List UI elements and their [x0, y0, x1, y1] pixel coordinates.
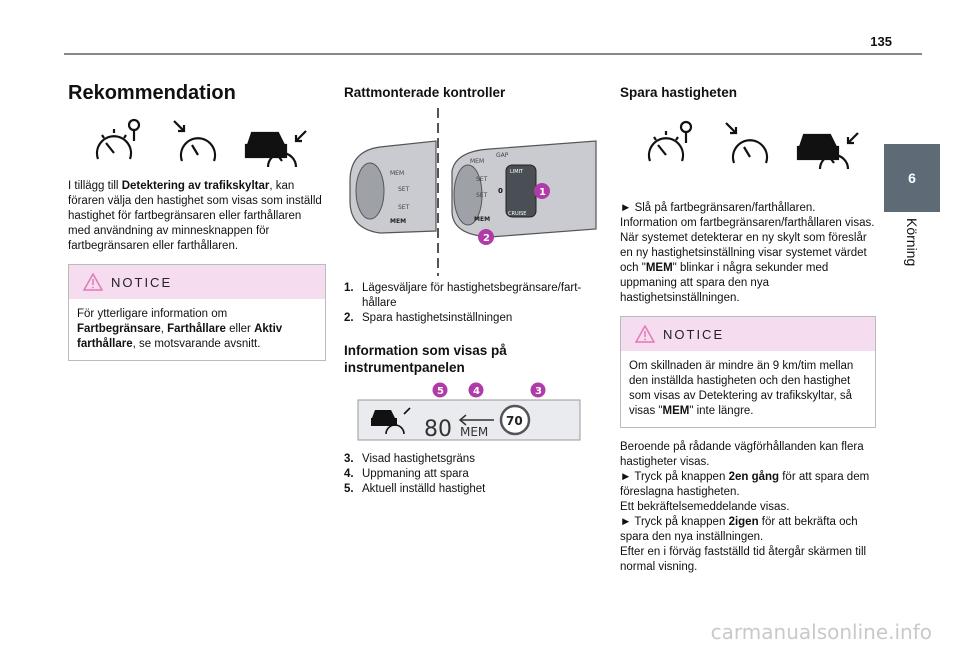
- svg-text:SET: SET: [398, 186, 410, 193]
- road-conditions-paragraph: Beroende på rådande vägförhållanden kan …: [620, 441, 870, 573]
- svg-text:SET: SET: [476, 192, 488, 199]
- car-speed-sensor-icon: [796, 132, 859, 170]
- list-item: 5.Aktuell inställd hastighet: [344, 483, 486, 495]
- svg-text:5: 5: [437, 386, 444, 397]
- svg-text:CRUISE: CRUISE: [508, 211, 526, 217]
- speed-limit-sign: [499, 404, 531, 436]
- speedometer-pin-icon: [647, 120, 693, 162]
- marker-1: [534, 183, 550, 199]
- right-stalk: MEM SET SET GAP LIMIT 0 CRUISE MEM 1 2: [451, 140, 597, 245]
- svg-text:MEM: MEM: [470, 158, 484, 165]
- column-steering-controls: Rattmonterade kontroller MEM SET SET MEM…: [344, 78, 597, 497]
- chapter-tab[interactable]: 6: [884, 144, 940, 212]
- svg-text:LIMIT: LIMIT: [510, 169, 524, 175]
- column-recommendation: Rekommendation I t: [68, 78, 326, 361]
- notice-header: NOTICE: [621, 317, 875, 351]
- svg-text:GAP: GAP: [496, 152, 509, 159]
- instrument-panel-figure: 80 MEM 70 5 4 3: [344, 382, 588, 444]
- car-speed-sensor-icon: [244, 130, 307, 168]
- car-speed-sensor-icon: [371, 407, 411, 435]
- mem-text: MEM: [460, 425, 488, 439]
- notice-title: NOTICE: [111, 275, 173, 290]
- section-title: Rekommendation: [68, 82, 236, 104]
- section-title-2: Information som visas på instrumentpanel…: [344, 343, 507, 375]
- panel-list: 3.Visad hastighetsgräns 4.Uppmaning att …: [344, 452, 588, 497]
- svg-text:0: 0: [498, 187, 503, 195]
- list-item: 4.Uppmaning att spara: [344, 468, 469, 480]
- list-item: 2.Spara hastighetsinställningen: [344, 312, 513, 324]
- svg-text:1: 1: [539, 187, 546, 198]
- icon-row: [620, 101, 876, 179]
- svg-text:MEM: MEM: [474, 216, 490, 223]
- controls-list: 1.Lägesväljare för hastighetsbegränsare/…: [344, 281, 588, 326]
- notice-box: NOTICE Om skillnaden är mindre än 9 km/t…: [620, 316, 876, 428]
- icon-row: [68, 101, 326, 171]
- chapter-label-box: Körning: [886, 214, 936, 294]
- steering-controls-figure: MEM SET SET MEM MEM SET SET GAP LIMIT 0 …: [344, 111, 597, 281]
- page-number: 135: [870, 34, 892, 49]
- save-speed-paragraph: ► Slå på fartbegränsaren/farthållaren.In…: [620, 202, 875, 304]
- svg-text:3: 3: [535, 386, 542, 397]
- list-item: 3.Visad hastighetsgräns: [344, 453, 475, 465]
- svg-text:70: 70: [506, 414, 523, 428]
- left-stalk: MEM SET SET MEM: [349, 140, 437, 234]
- header-rule: [64, 53, 922, 55]
- svg-text:2: 2: [483, 233, 490, 244]
- chapter-label: Körning: [904, 218, 920, 267]
- section-title: Rattmonterade kontroller: [344, 85, 506, 100]
- notice-title: NOTICE: [663, 327, 725, 342]
- notice-text: För ytterligare information om Fartbegrä…: [77, 308, 283, 350]
- column-save-speed: Spara hastigheten: [620, 78, 876, 575]
- speedometer-pin-icon: [95, 118, 141, 160]
- svg-text:4: 4: [473, 386, 480, 397]
- notice-text: Om skillnaden är mindre än 9 km/tim mell…: [629, 360, 854, 417]
- warning-icon: [635, 325, 655, 343]
- figure-separator: [437, 108, 439, 276]
- speedometer-arrow-icon: [173, 120, 217, 162]
- watermark: carmanualsonline.info: [710, 620, 932, 644]
- warning-icon: [83, 273, 103, 291]
- svg-text:MEM: MEM: [390, 170, 404, 177]
- svg-text:SET: SET: [476, 176, 488, 183]
- current-speed: 80: [424, 417, 452, 442]
- notice-header: NOTICE: [69, 265, 325, 299]
- marker-2: [478, 229, 494, 245]
- speedometer-arrow-icon: [725, 122, 769, 164]
- svg-text:MEM: MEM: [390, 218, 406, 225]
- section-title: Spara hastigheten: [620, 85, 738, 100]
- intro-paragraph: I tillägg till Detektering av trafikskyl…: [68, 180, 322, 252]
- svg-text:SET: SET: [398, 204, 410, 211]
- notice-box: NOTICE För ytterligare information om Fa…: [68, 264, 326, 361]
- list-item: 1.Lägesväljare för hastighetsbegränsare/…: [344, 282, 582, 309]
